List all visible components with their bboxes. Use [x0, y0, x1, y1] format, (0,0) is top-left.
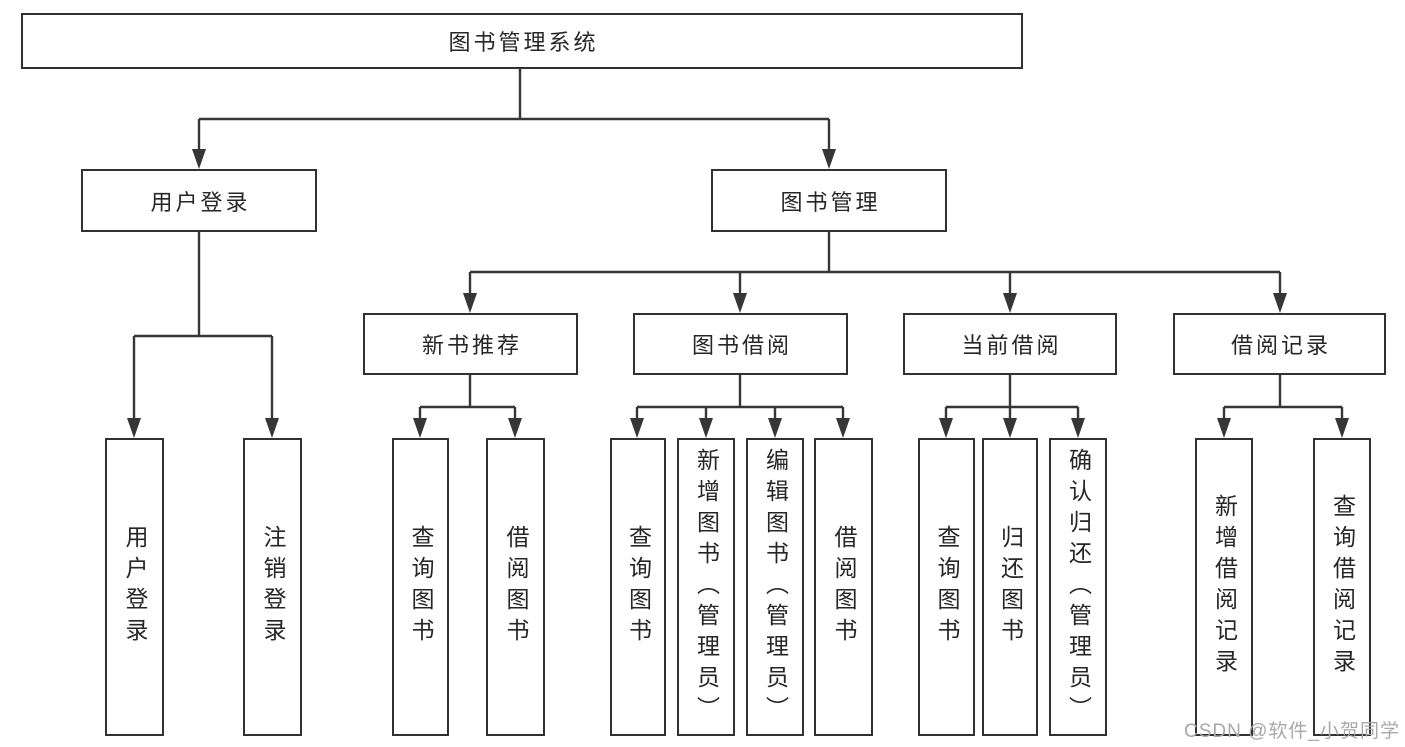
- leaf-borrow-borrow-books-label: 借阅图书: [831, 525, 857, 649]
- node-library-system: 图书管理系统: [21, 13, 1023, 69]
- node-borrowing-records-label: 借阅记录: [1230, 333, 1331, 358]
- leaf-borrow-add-books-admin-label: 新增图书（管理员）: [693, 447, 720, 727]
- node-user-login-label: 用户登录: [150, 189, 251, 215]
- leaf-user-login-label: 用户登录: [122, 525, 148, 649]
- node-book-management: 图书管理: [711, 169, 947, 232]
- leaf-borrow-query-books-label: 查询图书: [625, 525, 652, 649]
- leaf-logout-login-label: 注销登录: [260, 525, 286, 649]
- node-user-login: 用户登录: [81, 169, 317, 232]
- leaf-current-return-books: 归还图书: [982, 438, 1038, 736]
- leaf-current-confirm-return-admin: 确认归还（管理员）: [1049, 438, 1107, 736]
- leaf-borrow-query-books: 查询图书: [610, 438, 666, 736]
- node-new-book-recommendation: 新书推荐: [363, 313, 578, 375]
- node-current-borrowing-label: 当前借阅: [961, 333, 1062, 358]
- leaf-recommend-borrow-books-label: 借阅图书: [503, 525, 529, 649]
- node-book-borrowing-label: 图书借阅: [691, 333, 792, 358]
- leaf-borrow-add-books-admin: 新增图书（管理员）: [677, 438, 735, 736]
- watermark: CSDN @软件_小贺同学: [1184, 721, 1400, 742]
- leaf-borrow-borrow-books: 借阅图书: [814, 438, 873, 736]
- leaf-logout-login: 注销登录: [243, 438, 302, 736]
- leaf-user-login: 用户登录: [105, 438, 164, 736]
- leaf-records-query-record: 查询借阅记录: [1313, 438, 1371, 736]
- node-book-borrowing: 图书借阅: [633, 313, 848, 375]
- leaf-current-query-books: 查询图书: [918, 438, 975, 736]
- node-borrowing-records: 借阅记录: [1173, 313, 1386, 375]
- leaf-current-return-books-label: 归还图书: [997, 525, 1024, 649]
- leaf-records-add-record: 新增借阅记录: [1195, 438, 1253, 736]
- leaf-recommend-query-books-label: 查询图书: [408, 525, 434, 649]
- leaf-current-confirm-return-admin-label: 确认归还（管理员）: [1065, 447, 1092, 727]
- node-current-borrowing: 当前借阅: [903, 313, 1117, 375]
- leaf-recommend-borrow-books: 借阅图书: [486, 438, 545, 736]
- leaf-borrow-edit-books-admin: 编辑图书（管理员）: [746, 438, 804, 736]
- leaf-recommend-query-books: 查询图书: [392, 438, 449, 736]
- node-library-system-label: 图书管理系统: [448, 30, 599, 55]
- leaf-borrow-edit-books-admin-label: 编辑图书（管理员）: [762, 447, 789, 727]
- leaf-records-add-record-label: 新增借阅记录: [1211, 494, 1238, 680]
- leaf-records-query-record-label: 查询借阅记录: [1329, 494, 1356, 680]
- leaf-current-query-books-label: 查询图书: [934, 525, 960, 649]
- node-new-book-recommendation-label: 新书推荐: [421, 333, 522, 358]
- node-book-management-label: 图书管理: [780, 189, 881, 215]
